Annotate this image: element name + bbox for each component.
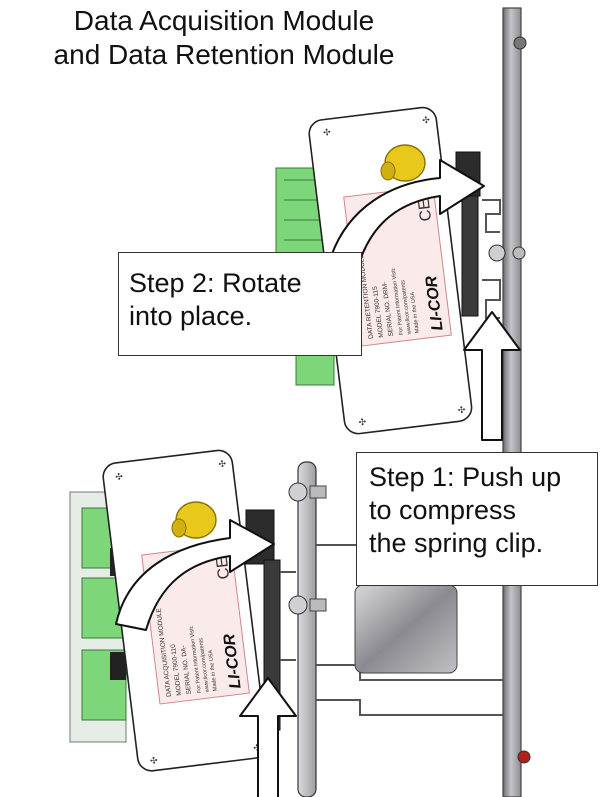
dam-label-made: Made in the USA [208,649,219,691]
dam-licor-logo: LI-COR [221,632,245,689]
drm-licor-logo: LI-COR [423,274,447,331]
upper-rotate-arrow [327,159,485,267]
drm-label-made: Made in the USA [410,291,421,333]
step1-callout: Step 1: Push up to compress the spring c… [356,452,598,586]
svg-text:✣: ✣ [422,115,431,126]
svg-text:✣: ✣ [115,471,124,482]
svg-text:✣: ✣ [149,755,158,766]
lower-rotate-arrow [115,519,275,631]
upper-spring-clip [455,151,506,319]
upper-push-arrow [463,311,521,441]
drm-ce-mark: CE [416,198,436,222]
svg-text:✣: ✣ [457,404,466,415]
svg-text:✣: ✣ [358,417,367,428]
step1-line-3: the spring clip. [369,528,544,558]
title-line-1: Data Acquisition Module [73,5,375,36]
step1-line-2: to compress [369,495,517,525]
dam-ce-mark: CE [214,556,234,580]
diagram-title: Data Acquisition Module and Data Retenti… [14,4,434,72]
step1-line-1: Step 1: Push up [369,462,562,492]
title-line-2: and Data Retention Module [53,39,395,70]
mounting-post [502,7,531,797]
drm-knob [380,144,426,182]
svg-text:✣: ✣ [322,127,331,138]
lower-push-arrow [239,677,297,797]
step2-callout: Step 2: Rotate into place. [118,252,362,356]
dam-knob [171,501,217,539]
svg-text:✣: ✣ [218,459,227,470]
step2-line-1: Step 2: Rotate [129,268,302,298]
step2-line-2: into place. [129,301,253,331]
